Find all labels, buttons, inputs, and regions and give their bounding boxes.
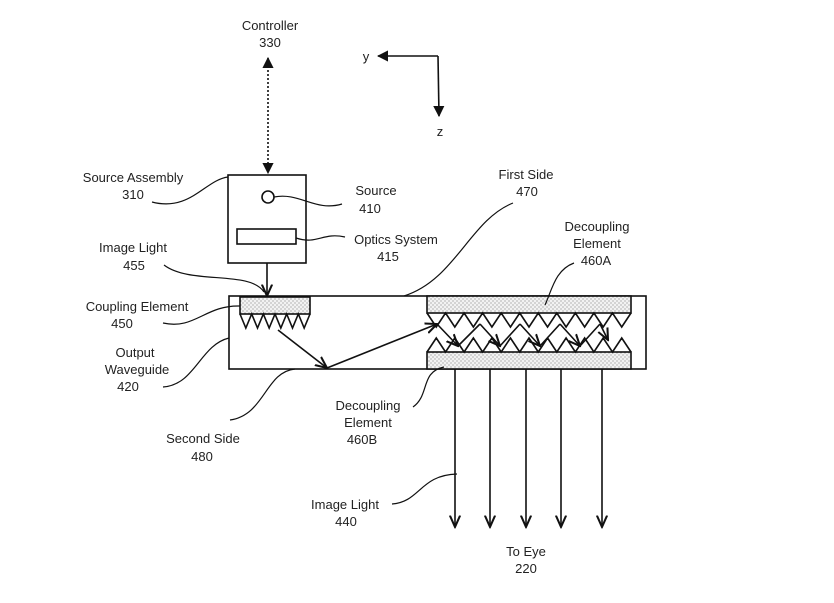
ray-coupled [277, 329, 327, 368]
ray-to-decoupler [326, 324, 437, 369]
decoupling-element-a [426, 295, 632, 314]
reflection-ray-segment [479, 323, 500, 346]
source-assembly-leader [151, 176, 229, 205]
first-side-leader [403, 202, 514, 297]
internal-reflection-rays [436, 323, 608, 347]
coupling-element-number: 450 [111, 316, 133, 331]
coupling-grating-teeth [239, 311, 311, 331]
decoupling-a-label-2: Element [573, 236, 621, 251]
decoupling-b-label-1: Decoupling [335, 398, 400, 413]
optics-system-number: 415 [377, 249, 399, 264]
y-axis-label: y [363, 49, 370, 64]
source-assembly-label: Source Assembly [83, 170, 184, 185]
controller-number: 330 [259, 35, 281, 50]
coupling-element-label: Coupling Element [86, 299, 189, 314]
source-number: 410 [359, 201, 381, 216]
second-side-label: Second Side [166, 431, 240, 446]
reflection-ray-segment [457, 323, 481, 347]
image-light-out-leader [391, 473, 458, 505]
optics-system-box [236, 228, 297, 245]
z-axis-arrow [433, 55, 445, 118]
image-light-in-number: 455 [123, 258, 145, 273]
image-light-out-number: 440 [335, 514, 357, 529]
source-leader [273, 195, 343, 207]
reflection-ray-segment [579, 323, 601, 347]
second-side-leader [229, 368, 296, 421]
decoupling-a-leader [544, 262, 575, 306]
output-image-light-rays [455, 369, 602, 527]
z-axis-label: z [437, 124, 444, 139]
axis-indicator: y z [363, 49, 445, 139]
source-assembly-number: 310 [122, 187, 144, 202]
second-side-number: 480 [191, 449, 213, 464]
decoupling-grating-teeth-a [426, 311, 632, 329]
coupling-element [239, 296, 311, 315]
output-waveguide-number: 420 [117, 379, 139, 394]
output-waveguide-leader [162, 337, 230, 388]
decoupling-b-label-2: Element [344, 415, 392, 430]
reflection-ray-segment [499, 323, 521, 347]
optics-system-label: Optics System [354, 232, 438, 247]
to-eye-label: To Eye [506, 544, 546, 559]
image-light-out-label: Image Light [311, 497, 379, 512]
decoupling-element-b [426, 351, 632, 370]
source-label: Source [355, 183, 396, 198]
source-assembly-box [227, 174, 307, 264]
image-light-in-label: Image Light [99, 240, 167, 255]
decoupling-a-label-1: Decoupling [564, 219, 629, 234]
reflection-ray-segment [539, 323, 561, 347]
reflection-ray-segment [436, 323, 458, 346]
reflection-ray-segment [559, 323, 580, 346]
controller-label: Controller [242, 18, 299, 33]
image-light-in-leader [163, 264, 265, 293]
first-side-label: First Side [499, 167, 554, 182]
decoupling-b-leader [412, 366, 445, 408]
output-waveguide-label-2: Waveguide [105, 362, 170, 377]
reflection-ray-segment [519, 323, 540, 346]
decoupling-b-number: 460B [347, 432, 377, 447]
reflection-ray-segment [600, 323, 608, 340]
first-side-number: 470 [516, 184, 538, 199]
optics-system-leader [295, 235, 346, 241]
coupling-element-leader [162, 305, 241, 325]
decoupling-a-number: 460A [581, 253, 612, 268]
to-eye-number: 220 [515, 561, 537, 576]
output-waveguide-label-1: Output [115, 345, 154, 360]
